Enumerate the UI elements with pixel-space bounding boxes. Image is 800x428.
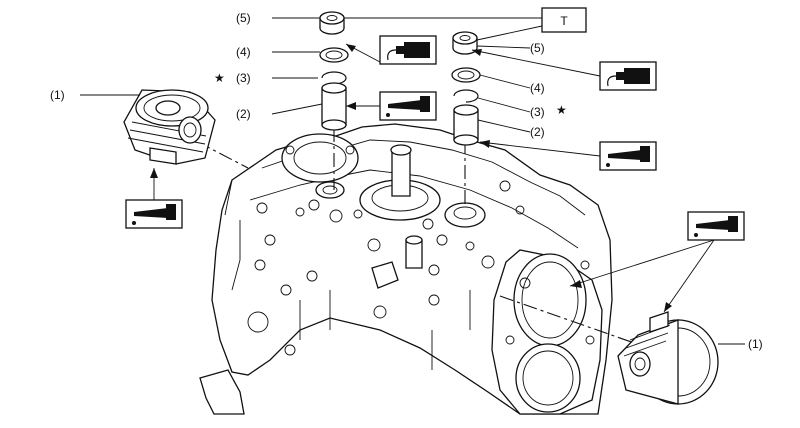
tool-t-label: T [560, 14, 568, 28]
right-service-stack [451, 31, 481, 146]
star-left-icon: ★ [214, 71, 225, 85]
oil-can-icon [125, 199, 183, 229]
arrowheads [150, 44, 672, 312]
label-washer-right: (4) [530, 81, 545, 95]
sealant-tube-icon [379, 35, 437, 65]
label-pin-left: (2) [236, 107, 251, 121]
label-plug-right: (5) [530, 41, 545, 55]
leader-lines [80, 17, 745, 345]
label-circlip-left: (3) [236, 71, 251, 85]
label-pin-right: (2) [530, 125, 545, 139]
engine-block [199, 123, 613, 415]
left-service-stack [319, 11, 349, 131]
label-washer-left: (4) [236, 45, 251, 59]
piston-left [123, 89, 216, 165]
oil-can-icon [379, 91, 437, 121]
oil-can-icon [599, 141, 657, 171]
piston-right [617, 311, 719, 405]
tool-t-box: T [541, 7, 587, 33]
label-circlip-right: (3) [530, 105, 545, 119]
label-piston-right: (1) [748, 337, 763, 351]
sealant-tube-icon [599, 61, 657, 91]
oil-can-icon [687, 211, 745, 241]
label-plug-left: (5) [236, 11, 251, 25]
label-piston-left: (1) [50, 88, 65, 102]
star-right-icon: ★ [556, 103, 567, 117]
